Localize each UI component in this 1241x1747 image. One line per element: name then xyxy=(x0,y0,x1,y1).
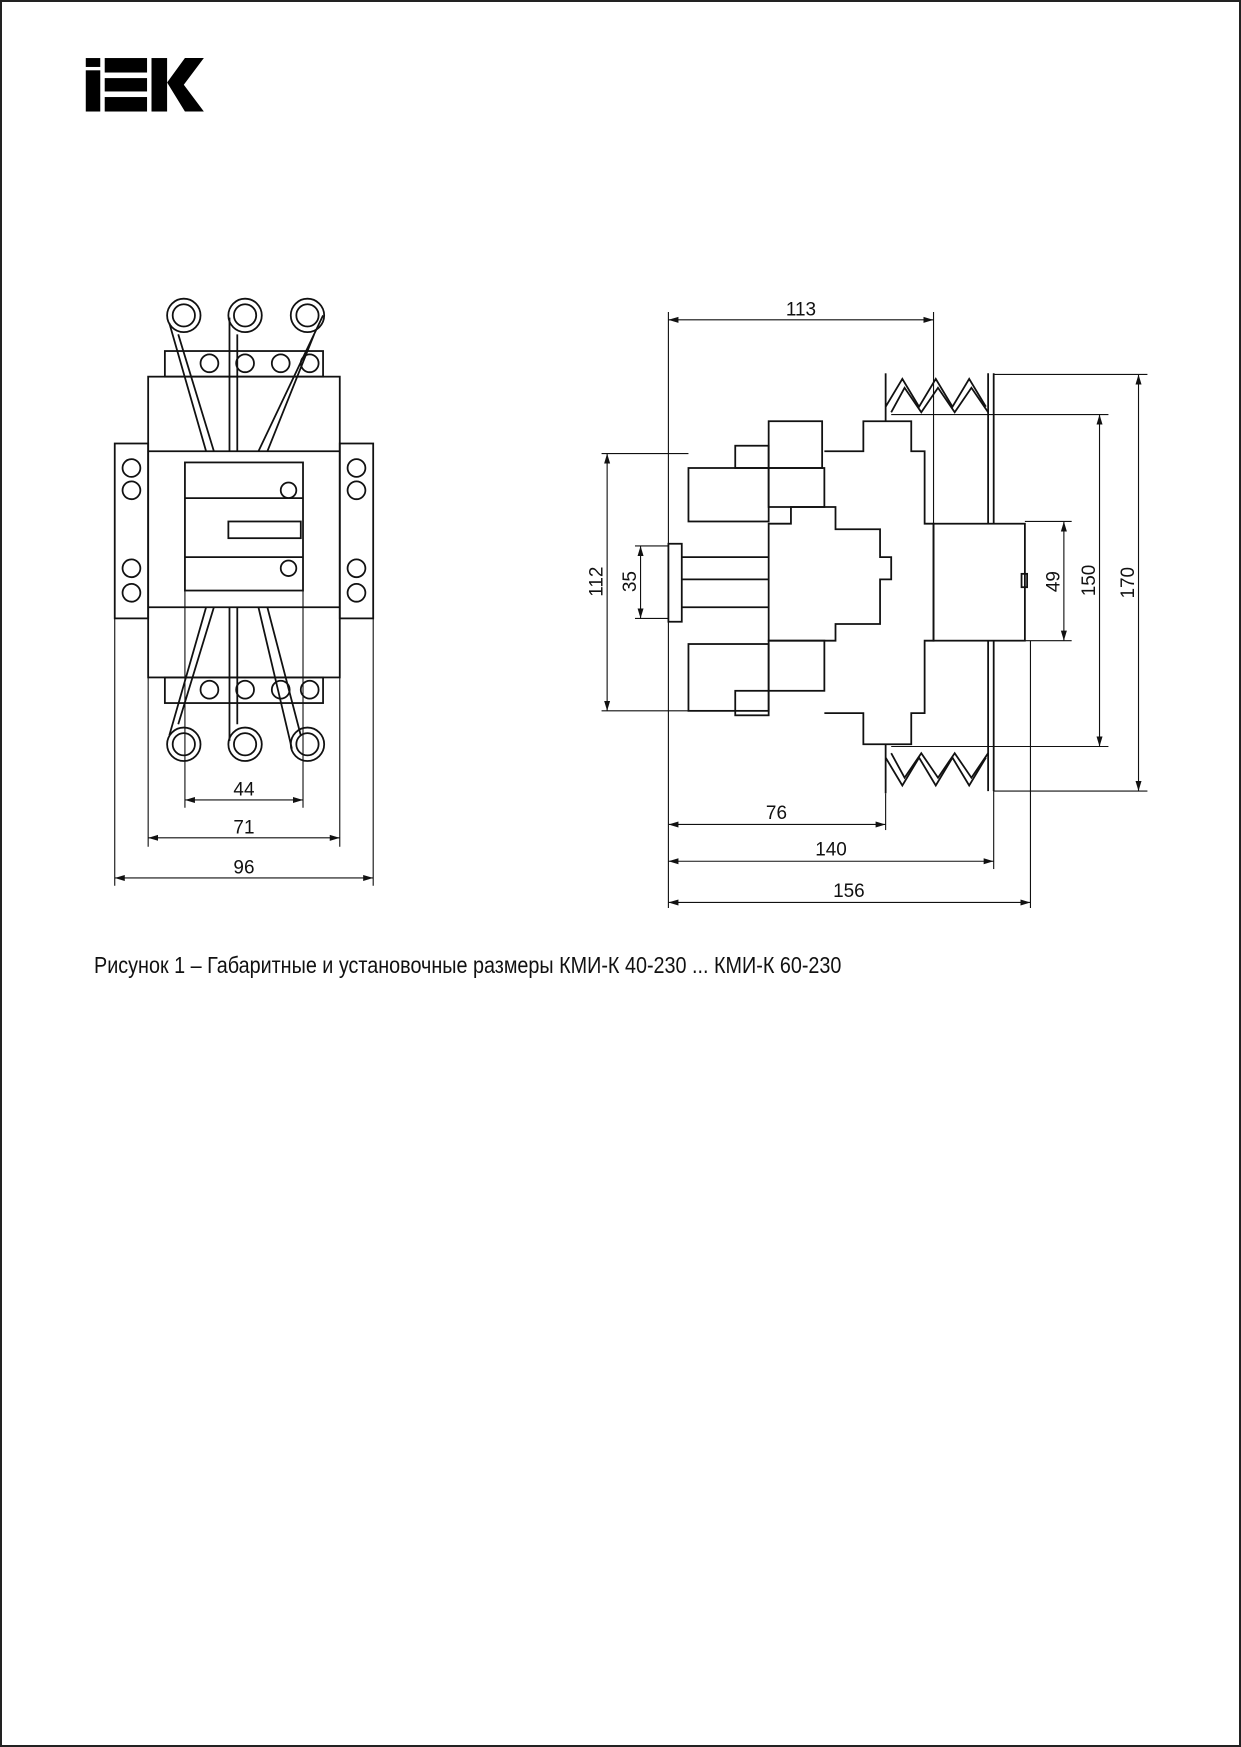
iek-logo xyxy=(85,58,204,112)
dim-140: 140 xyxy=(815,840,847,861)
dim-35: 35 xyxy=(620,571,641,592)
figure-caption: Рисунок 1 – Габаритные и установочные ра… xyxy=(94,952,842,978)
dim-156: 156 xyxy=(833,881,865,902)
dim-150: 150 xyxy=(1079,565,1100,597)
dim-113: 113 xyxy=(786,299,816,320)
dim-49: 49 xyxy=(1043,571,1064,592)
dim-44: 44 xyxy=(233,780,254,801)
dim-170: 170 xyxy=(1118,567,1139,599)
dim-76: 76 xyxy=(766,803,787,824)
dim-71: 71 xyxy=(233,817,254,838)
front-view xyxy=(113,297,375,762)
side-dimensions: 113 112 35 49 150 170 76 140 156 xyxy=(587,299,1148,909)
side-view xyxy=(667,373,1029,794)
front-dimensions: 44 71 96 xyxy=(114,590,374,886)
dim-112: 112 xyxy=(587,567,608,597)
dim-96: 96 xyxy=(233,858,254,879)
